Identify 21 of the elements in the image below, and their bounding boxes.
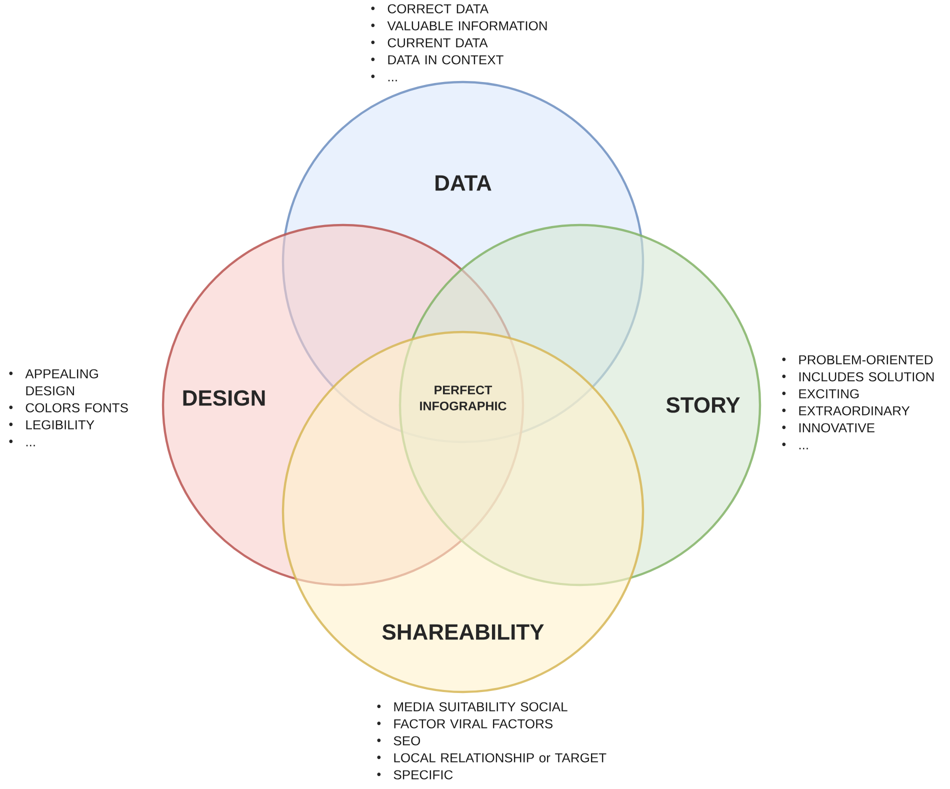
bullet-item: FACTOR VIRAL FACTORS — [377, 719, 552, 728]
bullet-item: INNOVATIVE — [782, 423, 874, 432]
bullet-item: ... — [371, 74, 397, 82]
bullet-item: ... — [9, 440, 35, 446]
bullet-item: EXTRAORDINARY — [782, 406, 910, 416]
bullet-item: PROBLEM-ORIENTED — [782, 355, 933, 364]
overlap-label: PERFECT INFOGRAPHIC — [420, 386, 506, 410]
bullet-item: SPECIFIC — [377, 770, 453, 780]
bullet-item: CURRENT DATA — [371, 38, 488, 48]
bullet-item: LOCAL RELATIONSHIP or TARGET — [377, 753, 606, 762]
bullet-item: ... — [782, 442, 808, 450]
bullet-item: INCLUDES SOLUTION — [782, 372, 934, 382]
bullet-item: APPEALING DESIGN — [9, 369, 98, 396]
bullet-item: COLORS FONTS — [9, 403, 128, 412]
bullet-item: SEO — [377, 736, 420, 746]
bullet-item: LEGIBILITY — [9, 420, 94, 430]
bullet-item: MEDIA SUITABILITY SOCIAL — [377, 702, 568, 712]
bullet-item: DATA IN CONTEXT — [371, 55, 504, 64]
bullet-item: EXCITING — [782, 389, 859, 398]
bullet-item: CORRECT DATA — [371, 4, 489, 14]
bullet-item: VALUABLE INFORMATION — [371, 21, 547, 30]
